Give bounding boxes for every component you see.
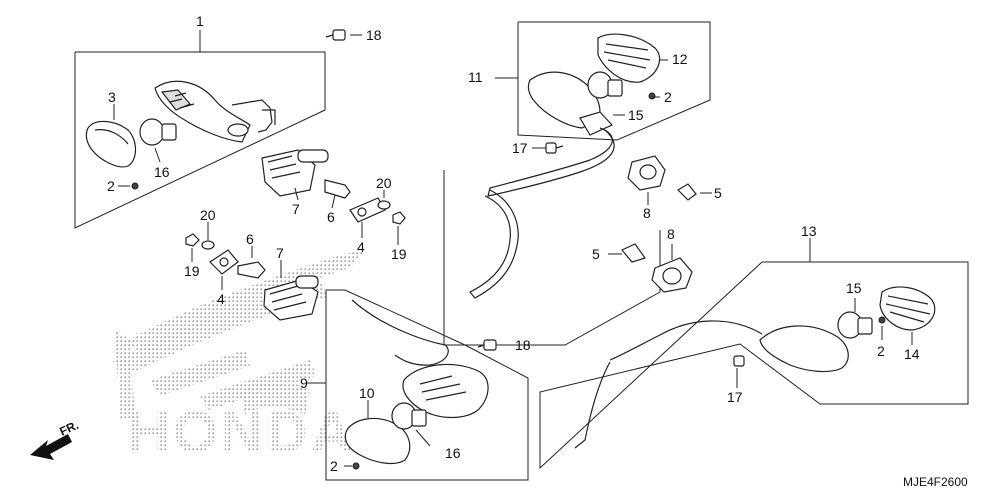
screw-2c bbox=[878, 316, 886, 324]
lens-10 bbox=[344, 417, 411, 465]
front-right-winker-assembly bbox=[351, 299, 489, 419]
socket-7b bbox=[263, 275, 319, 321]
callout-19-bottom: 19 bbox=[184, 263, 200, 279]
callout-6-bottom: 6 bbox=[246, 231, 254, 247]
rear-left-winker-assembly bbox=[574, 320, 849, 449]
screw-17b bbox=[733, 355, 745, 367]
callout-15-bottom: 15 bbox=[846, 280, 862, 296]
nut-19b bbox=[185, 233, 200, 247]
bulb-6b bbox=[237, 261, 266, 279]
callout-6-top: 6 bbox=[327, 209, 335, 225]
collar-4b bbox=[209, 249, 239, 275]
clip-5b bbox=[621, 243, 646, 263]
screw-18b bbox=[477, 339, 497, 351]
callout-5-bottom: 5 bbox=[592, 246, 600, 262]
front-direction-arrow: FR. bbox=[30, 418, 81, 460]
brand-watermark-text: HONDA bbox=[128, 400, 356, 465]
honda-wing-watermark bbox=[112, 250, 365, 420]
callout-8-top: 8 bbox=[643, 205, 651, 221]
callout-16-top: 16 bbox=[154, 164, 170, 180]
callout-11: 11 bbox=[468, 69, 483, 85]
callout-4-top: 4 bbox=[357, 239, 365, 255]
callout-12: 12 bbox=[672, 51, 688, 67]
callout-3: 3 bbox=[108, 89, 116, 105]
bulb-16a bbox=[139, 118, 177, 146]
screw-2a bbox=[131, 182, 139, 190]
group-1-outline bbox=[74, 30, 326, 229]
group-11-outline bbox=[443, 21, 711, 346]
lens-14 bbox=[879, 286, 936, 331]
nut-19a bbox=[392, 211, 406, 225]
group-13-outline bbox=[539, 238, 969, 470]
callout-2-bottom: 2 bbox=[330, 458, 338, 474]
callout-16-bottom: 16 bbox=[445, 445, 461, 461]
bulb-15a bbox=[587, 71, 623, 99]
screw-2b bbox=[648, 92, 656, 100]
screw-17a bbox=[545, 142, 564, 154]
callout-labels: 1 18 3 16 2 7 6 20 4 19 20 19 6 7 4 11 1… bbox=[107, 13, 920, 474]
callout-15-top: 15 bbox=[628, 107, 644, 123]
rubber-8b bbox=[651, 257, 693, 293]
front-left-winker-assembly bbox=[154, 80, 276, 143]
bulb-15b bbox=[837, 311, 873, 339]
socket-7a bbox=[261, 149, 329, 197]
callout-7-top: 7 bbox=[292, 201, 300, 217]
callout-4-bottom: 4 bbox=[217, 291, 225, 307]
callout-2-topleft: 2 bbox=[107, 178, 115, 194]
lens-12 bbox=[597, 33, 661, 83]
callout-17-bottom: 17 bbox=[727, 389, 743, 405]
callout-9: 9 bbox=[300, 375, 308, 391]
callout-19-top: 19 bbox=[391, 246, 407, 262]
callout-18-bottom: 18 bbox=[515, 337, 531, 353]
rear-right-winker-assembly bbox=[469, 71, 615, 299]
callout-2-right: 2 bbox=[877, 343, 885, 359]
group-9-outline bbox=[306, 289, 529, 481]
callout-17-top: 17 bbox=[512, 140, 528, 156]
clip-5a bbox=[677, 183, 697, 201]
callout-10: 10 bbox=[359, 385, 375, 401]
washer-20b bbox=[201, 240, 215, 250]
callout-1: 1 bbox=[196, 13, 204, 29]
collar-4a bbox=[349, 197, 386, 223]
callout-2-topright: 2 bbox=[664, 89, 672, 105]
rubber-8a bbox=[627, 155, 666, 191]
bulb-6a bbox=[324, 179, 351, 199]
diagram-code: MJE4F2600 bbox=[903, 475, 968, 489]
lens-3 bbox=[85, 120, 137, 168]
callout-8-bottom: 8 bbox=[667, 226, 675, 242]
front-label: FR. bbox=[57, 418, 80, 439]
washer-20a bbox=[377, 200, 391, 210]
callout-20-top: 20 bbox=[376, 175, 392, 191]
callout-13: 13 bbox=[801, 223, 817, 239]
callout-18-top: 18 bbox=[366, 27, 382, 43]
callout-7-bottom: 7 bbox=[276, 245, 284, 261]
screw-2d bbox=[352, 462, 360, 470]
bulb-16b bbox=[391, 402, 427, 430]
leader-lines bbox=[113, 34, 913, 467]
callout-20-bottom: 20 bbox=[200, 207, 216, 223]
callout-14: 14 bbox=[904, 346, 920, 362]
callout-5-top: 5 bbox=[714, 185, 722, 201]
screw-18a bbox=[325, 29, 346, 41]
